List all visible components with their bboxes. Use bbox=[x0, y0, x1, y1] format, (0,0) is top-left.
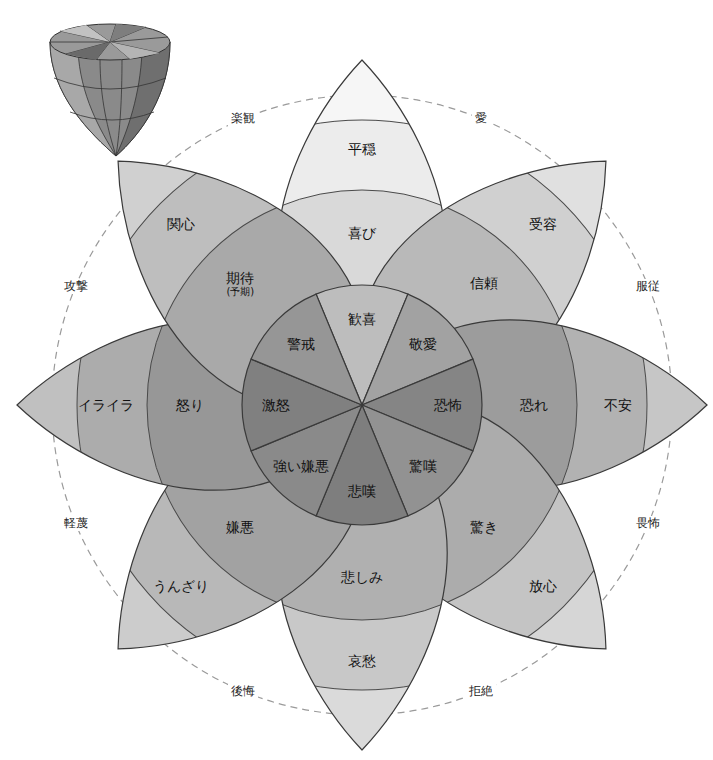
emotion-name: 不安 bbox=[604, 397, 632, 413]
emotion-name: 受容 bbox=[529, 216, 557, 232]
dyad-label: 後悔 bbox=[228, 684, 258, 698]
emotion-segment: うんざり bbox=[150, 576, 212, 596]
emotion-name: 放心 bbox=[529, 578, 557, 594]
emotion-segment: 期待(予期) bbox=[223, 268, 257, 300]
emotion-segment: 恐れ bbox=[517, 395, 551, 415]
primary-emotion-segment: 悲嘆 bbox=[345, 481, 379, 501]
emotion-name: 信頼 bbox=[470, 275, 498, 291]
emotion-segment: 平穏 bbox=[345, 139, 379, 159]
primary-emotion-segment: 歓喜 bbox=[345, 309, 379, 329]
primary-emotion-segment: 警戒 bbox=[284, 334, 318, 354]
dyad-label: 攻撃 bbox=[61, 279, 91, 293]
primary-emotion-segment: 驚嘆 bbox=[406, 456, 440, 476]
dyad-label: 服従 bbox=[633, 279, 663, 293]
emotion-segment: 不安 bbox=[601, 395, 635, 415]
emotion-name: 関心 bbox=[167, 216, 195, 232]
emotion-name: うんざり bbox=[153, 578, 209, 594]
emotion-segment: イライラ bbox=[75, 395, 137, 415]
primary-emotion-segment: 強い嫌悪 bbox=[270, 456, 332, 476]
emotion-segment: 怒り bbox=[173, 395, 207, 415]
dyad-label: 楽観 bbox=[228, 111, 258, 125]
emotion-name: 歓喜 bbox=[348, 311, 376, 327]
emotion-segment: 関心 bbox=[164, 214, 198, 234]
emotion-name: 驚き bbox=[470, 519, 498, 535]
emotion-name: 悲嘆 bbox=[348, 483, 376, 499]
petal-band bbox=[58, 101, 666, 709]
emotion-name: イライラ bbox=[78, 397, 134, 413]
emotion-name: 喜び bbox=[348, 225, 376, 241]
primary-emotion-segment: 激怒 bbox=[259, 395, 293, 415]
emotion-segment: 信頼 bbox=[467, 273, 501, 293]
emotion-name: 平穏 bbox=[348, 141, 376, 157]
cone-illustration bbox=[50, 24, 170, 156]
dyad-label: 軽蔑 bbox=[61, 516, 91, 530]
emotion-name: 怒り bbox=[176, 397, 204, 413]
primary-emotion-segment: 敬愛 bbox=[406, 334, 440, 354]
emotion-segment: 嫌悪 bbox=[223, 517, 257, 537]
dyad-label: 畏怖 bbox=[633, 516, 663, 530]
emotion-name: 哀愁 bbox=[348, 653, 376, 669]
emotion-name: 激怒 bbox=[262, 397, 290, 413]
emotion-segment: 悲しみ bbox=[338, 567, 386, 587]
emotion-name: 悲しみ bbox=[341, 569, 383, 585]
emotion-name: 強い嫌悪 bbox=[273, 458, 329, 474]
emotion-segment: 哀愁 bbox=[345, 651, 379, 671]
emotion-name: 期待 bbox=[226, 270, 254, 286]
emotion-note: (予期) bbox=[226, 286, 254, 298]
emotion-segment: 放心 bbox=[526, 576, 560, 596]
dyad-label: 拒絶 bbox=[466, 684, 496, 698]
primary-emotion-segment: 恐怖 bbox=[431, 395, 465, 415]
dyad-label: 愛 bbox=[472, 111, 490, 125]
emotion-name: 恐怖 bbox=[434, 397, 462, 413]
emotion-name: 敬愛 bbox=[409, 336, 437, 352]
emotion-name: 警戒 bbox=[287, 336, 315, 352]
emotion-segment: 驚き bbox=[467, 517, 501, 537]
emotion-name: 恐れ bbox=[520, 397, 548, 413]
inner-wedge bbox=[251, 294, 362, 405]
emotion-segment: 受容 bbox=[526, 214, 560, 234]
emotion-name: 驚嘆 bbox=[409, 458, 437, 474]
emotion-name: 嫌悪 bbox=[226, 519, 254, 535]
emotion-segment: 喜び bbox=[345, 223, 379, 243]
